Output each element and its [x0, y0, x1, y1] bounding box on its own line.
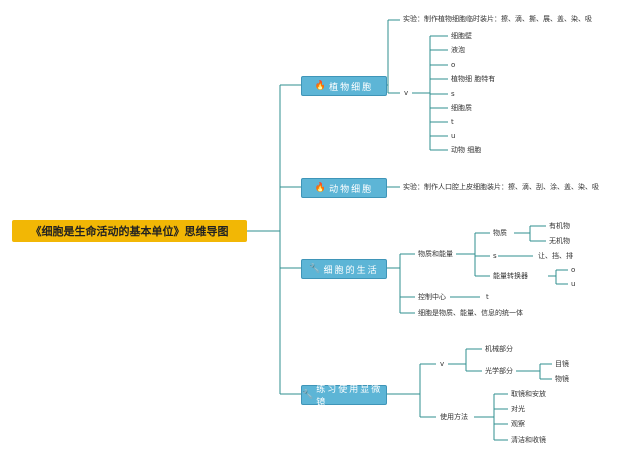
plant-item-node[interactable]: t	[451, 118, 454, 126]
eyepiece-node[interactable]: 目镜	[555, 360, 569, 368]
unity-node[interactable]: 细胞是物质、能量、信息的统一体	[418, 309, 523, 317]
step-node[interactable]: 清洁和收镜	[511, 436, 546, 444]
tools-icon: 🔧	[309, 264, 321, 274]
s-node[interactable]: s	[493, 252, 497, 260]
animal-experiment-node[interactable]: 实验：制作人口腔上皮细胞装片：擦、滴、刮、涂、盖、染、吸	[403, 183, 599, 191]
tools-icon: 🔧	[302, 390, 314, 400]
fire-icon: 🔥	[314, 183, 327, 193]
plant-experiment-node[interactable]: 实验：制作植物细胞临时装片：擦、滴、撕、展、盖、染、吸	[403, 15, 592, 23]
branch-label: 细胞的生活	[323, 265, 379, 276]
step-node[interactable]: 观察	[511, 420, 525, 428]
plant-item-node[interactable]: 动物 细胞	[451, 146, 482, 154]
objective-node[interactable]: 物镜	[555, 375, 569, 383]
converter-o-node[interactable]: o	[571, 266, 576, 274]
optical-part-node[interactable]: 光学部分	[485, 367, 513, 375]
plant-item-node[interactable]: 植物细 胞特有	[451, 75, 496, 83]
usage-method-node[interactable]: 使用方法	[440, 413, 468, 421]
plant-item-node[interactable]: 液泡	[451, 46, 465, 54]
branch-animal-cell[interactable]: 🔥 动物细胞	[301, 178, 387, 198]
branch-label: 植物细胞	[329, 82, 374, 93]
inorganic-node[interactable]: 无机物	[549, 237, 570, 245]
plant-v-node[interactable]: v	[404, 89, 409, 97]
branch-microscope[interactable]: 🔧 练习使用显微镜	[301, 385, 387, 408]
control-center-node[interactable]: 控制中心	[418, 293, 446, 301]
micro-v-node[interactable]: v	[440, 360, 445, 368]
branch-plant-cell[interactable]: 🔥 植物细胞	[301, 76, 387, 96]
matter-energy-node[interactable]: 物质和能量	[418, 250, 453, 258]
fire-icon: 🔥	[314, 81, 327, 91]
organic-node[interactable]: 有机物	[549, 222, 570, 230]
step-node[interactable]: 对光	[511, 405, 525, 413]
plant-item-node[interactable]: 细胞质	[451, 104, 472, 112]
plant-item-node[interactable]: s	[451, 90, 455, 98]
mechanical-part-node[interactable]: 机械部分	[485, 345, 513, 353]
branch-cell-life[interactable]: 🔧 细胞的生活	[301, 259, 387, 279]
s-detail-node[interactable]: 让、挡、排	[538, 252, 573, 260]
step-node[interactable]: 取镜和安放	[511, 390, 546, 398]
root-topic[interactable]: 《细胞是生命活动的基本单位》思维导图	[12, 220, 247, 242]
plant-item-node[interactable]: 细胞壁	[451, 32, 472, 40]
branch-label: 动物细胞	[329, 184, 374, 195]
plant-item-node[interactable]: u	[451, 132, 456, 140]
substance-node[interactable]: 物质	[493, 229, 507, 237]
control-t-node[interactable]: t	[486, 293, 489, 301]
converter-u-node[interactable]: u	[571, 280, 576, 288]
branch-label: 练习使用显微镜	[316, 385, 383, 408]
energy-converter-node[interactable]: 能量转换器	[493, 272, 528, 280]
plant-item-node[interactable]: o	[451, 61, 456, 69]
